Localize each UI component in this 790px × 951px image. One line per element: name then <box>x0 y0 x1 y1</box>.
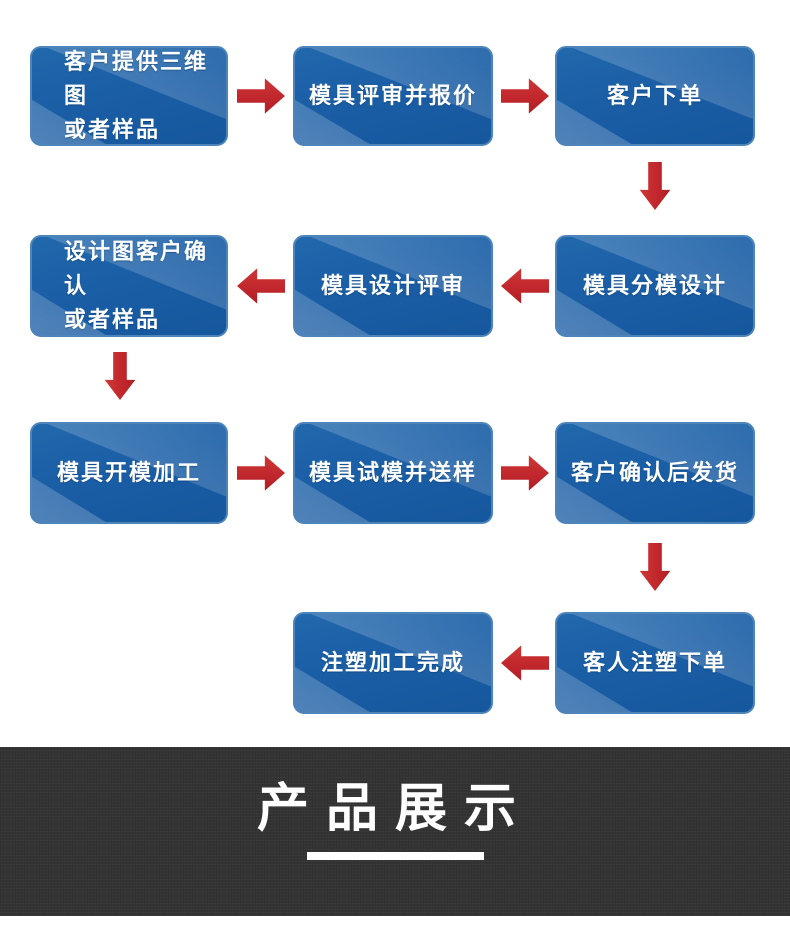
title-underline <box>306 852 484 861</box>
section-title: 产品展示 <box>256 780 533 838</box>
flow-step-label: 注塑加工完成 <box>320 650 465 675</box>
arrow-right-icon <box>237 455 285 491</box>
flow-step-mold-parting-design: 模具分模设计 <box>555 235 755 337</box>
arrow-down-icon <box>639 162 671 210</box>
flow-step-label: 客户确认后发货 <box>570 460 739 485</box>
flow-step-customer-provides-3d-drawing: 客户提供三维图 或者样品 <box>30 46 228 146</box>
arrow-down-icon <box>639 543 671 591</box>
flow-step-mold-trial-samples: 模具试模并送样 <box>293 422 493 524</box>
flow-step-mold-design-review: 模具设计评审 <box>293 235 493 337</box>
flow-step-mold-making: 模具开模加工 <box>30 422 228 524</box>
arrow-left-icon <box>237 268 285 304</box>
flow-step-customer-orders: 客户下单 <box>555 46 755 146</box>
flow-step-label: 模具评审并报价 <box>308 83 477 108</box>
arrow-left-icon <box>501 268 549 304</box>
flow-step-label: 客户下单 <box>606 83 703 108</box>
flow-step-design-customer-confirm: 设计图客户确认 或者样品 <box>30 235 228 337</box>
flow-step-label: 设计图客户确认 或者样品 <box>64 239 209 332</box>
section-banner: 产品展示 <box>0 747 790 916</box>
flow-step-label: 模具设计评审 <box>320 273 465 298</box>
flow-step-injection-molding-complete: 注塑加工完成 <box>293 612 493 714</box>
flow-step-customer-injection-order: 客人注塑下单 <box>555 612 755 714</box>
flow-step-label: 模具开模加工 <box>56 460 201 485</box>
flow-step-ship-after-confirmation: 客户确认后发货 <box>555 422 755 524</box>
arrow-right-icon <box>501 455 549 491</box>
arrow-left-icon <box>501 645 549 681</box>
arrow-down-icon <box>104 352 136 400</box>
flow-step-mold-review-quote: 模具评审并报价 <box>293 46 493 146</box>
flow-step-label: 模具试模并送样 <box>308 460 477 485</box>
flow-step-label: 客人注塑下单 <box>582 650 727 675</box>
flow-step-label: 客户提供三维图 或者样品 <box>64 49 209 142</box>
arrow-right-icon <box>237 78 285 114</box>
arrow-right-icon <box>501 78 549 114</box>
flow-step-label: 模具分模设计 <box>582 273 727 298</box>
